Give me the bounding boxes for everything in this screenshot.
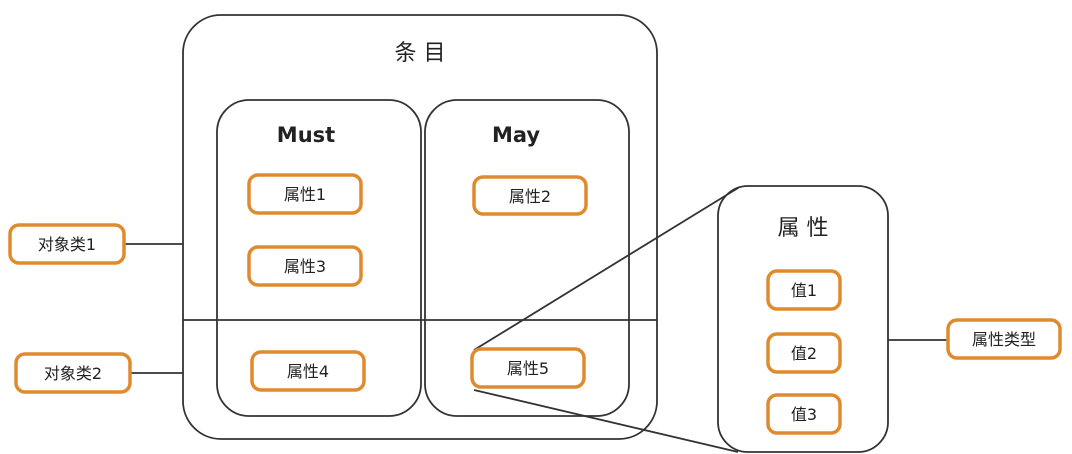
- attribute-type-label: 属性类型: [972, 330, 1036, 349]
- object-class-2-tag: 对象类2: [14, 352, 132, 394]
- must-container: [216, 99, 422, 417]
- entry-container: [182, 14, 658, 440]
- attribute-value-2-label: 值2: [791, 344, 817, 363]
- attribute-value-3-tag: 值3: [766, 393, 842, 435]
- attribute-value-1-tag: 值1: [766, 269, 842, 311]
- may-container: [424, 99, 630, 417]
- object-class-2-label: 对象类2: [44, 364, 102, 383]
- entry-title: 条 目: [395, 41, 446, 66]
- may-header: May: [492, 123, 540, 147]
- object-class-1-tag: 对象类1: [8, 223, 126, 265]
- attribute-value-2-tag: 值2: [766, 332, 842, 374]
- attribute-value-3-label: 值3: [791, 405, 817, 424]
- attribute-title: 属 性: [778, 216, 829, 241]
- may-attr-2-label: 属性2: [509, 187, 551, 206]
- may-attr-5-tag: 属性5: [470, 347, 586, 389]
- must-attr-3-tag: 属性3: [247, 245, 363, 287]
- must-attr-4-label: 属性4: [287, 362, 329, 381]
- must-attr-1-tag: 属性1: [247, 173, 363, 215]
- may-attr-2-tag: 属性2: [472, 175, 588, 216]
- must-header: Must: [277, 123, 335, 147]
- attribute-type-tag: 属性类型: [946, 318, 1062, 360]
- must-attr-1-label: 属性1: [284, 185, 326, 204]
- zoom-line-lower: [473, 389, 739, 453]
- attribute-value-1-label: 值1: [791, 281, 817, 300]
- must-attr-3-label: 属性3: [284, 257, 326, 276]
- object-class-1-label: 对象类1: [38, 235, 96, 254]
- attribute-container: [717, 185, 889, 453]
- may-attr-5-label: 属性5: [507, 359, 549, 378]
- must-attr-4-tag: 属性4: [250, 350, 366, 392]
- zoom-line-upper: [473, 187, 739, 351]
